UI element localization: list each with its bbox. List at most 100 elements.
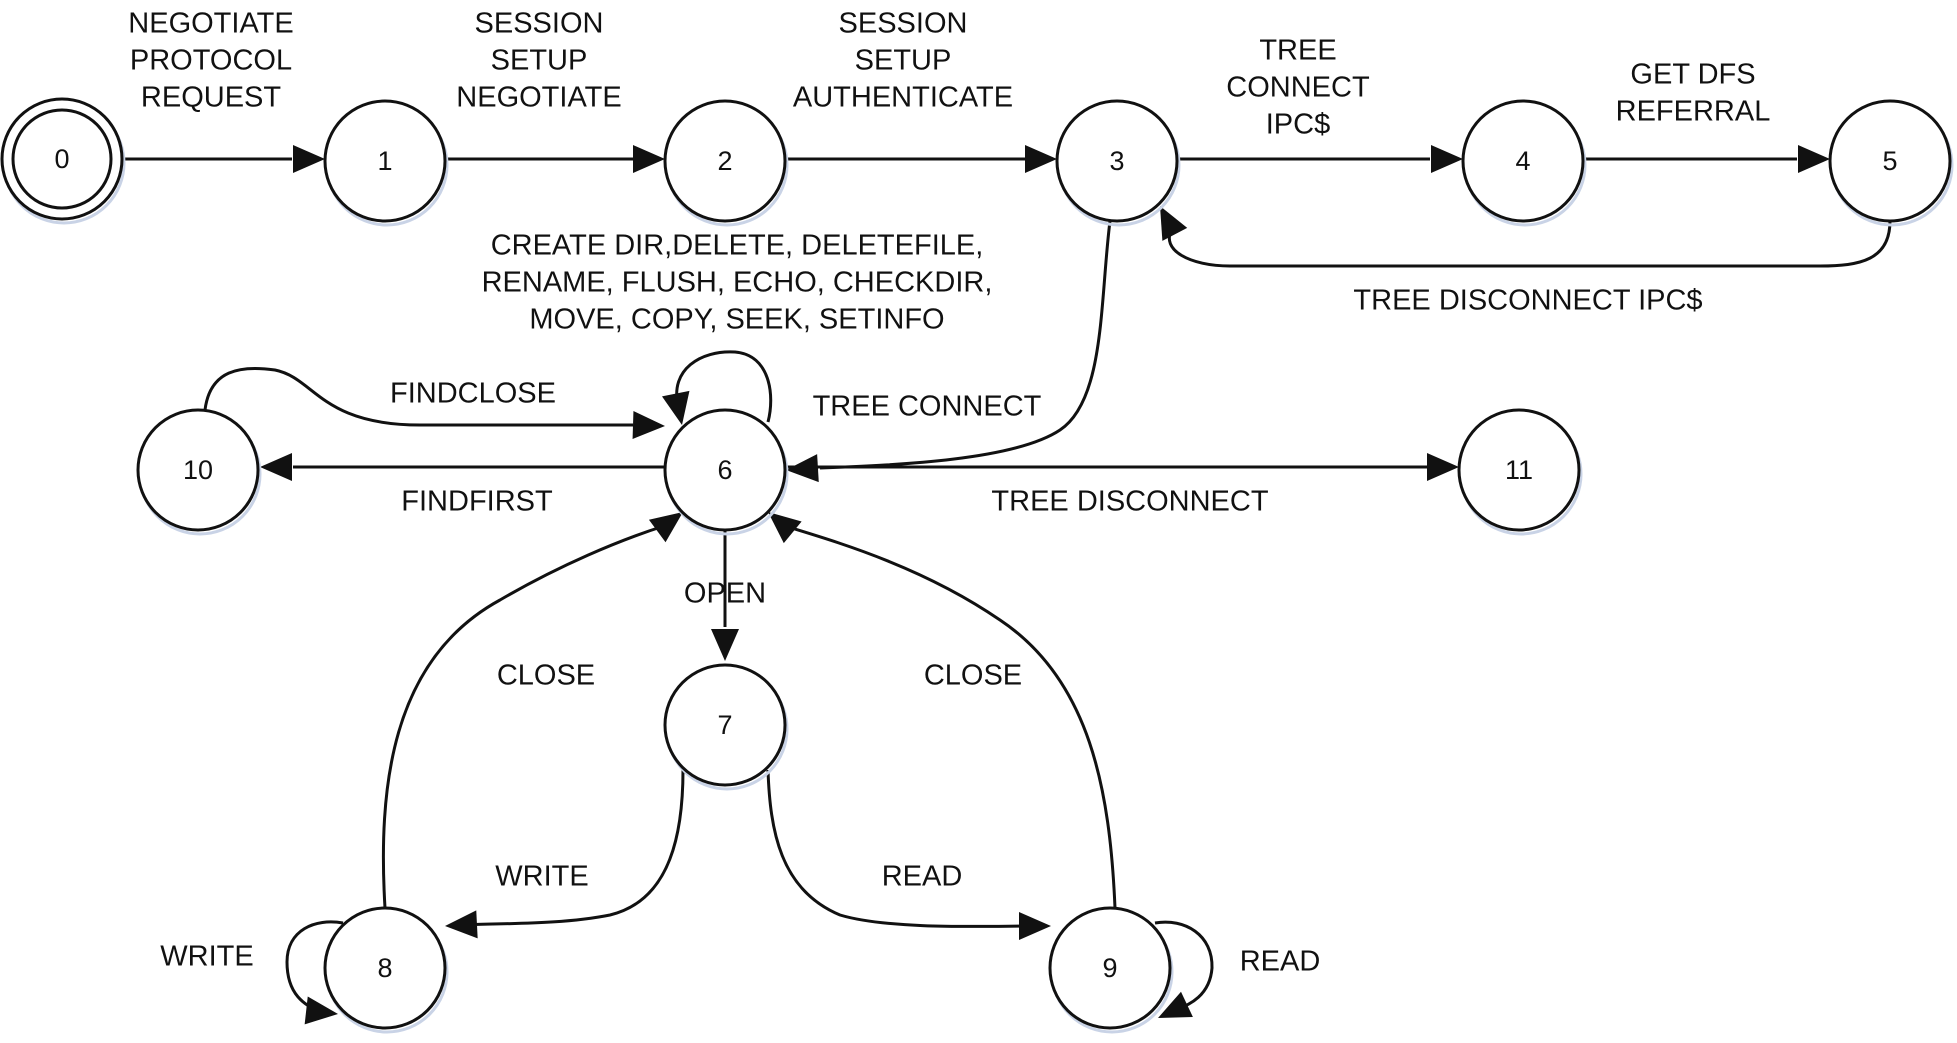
- transition-9-to-9: READ: [1154, 920, 1321, 1018]
- transition-label: RENAME, FLUSH, ECHO, CHECKDIR,: [482, 267, 993, 299]
- transition-line: [464, 769, 685, 927]
- transition-label: WRITE: [160, 941, 253, 973]
- arrowhead: [304, 996, 338, 1025]
- transition-label: SESSION: [839, 8, 968, 40]
- transition-label: TREE DISCONNECT IPC$: [1353, 285, 1702, 317]
- transition-6-to-7: OPEN: [684, 530, 766, 661]
- transition-label: READ: [882, 861, 963, 893]
- arrowhead: [1798, 145, 1830, 173]
- transition-label: REFERRAL: [1616, 96, 1771, 128]
- state-circle: [1461, 99, 1585, 223]
- arrowhead: [445, 910, 478, 939]
- transition-label: TREE DISCONNECT: [991, 486, 1268, 518]
- transition-6-to-10: FINDFIRST: [260, 453, 665, 518]
- state-node-5: 5: [1828, 99, 1954, 227]
- state-label: 11: [1505, 455, 1533, 485]
- transition-label: CLOSE: [497, 660, 595, 692]
- arrowhead: [1431, 145, 1463, 173]
- state-node-1: 1: [323, 99, 449, 227]
- state-node-3: 3: [1055, 99, 1181, 227]
- arrowhead: [1427, 453, 1459, 481]
- transition-line: [784, 524, 1117, 909]
- transition-line: [766, 769, 1031, 928]
- transition-label: TREE: [1259, 35, 1336, 67]
- transition-7-to-8: WRITE: [445, 769, 685, 939]
- state-circle: [663, 99, 787, 223]
- transition-10-to-6: FINDCLOSE: [203, 366, 665, 439]
- transition-label: GET DFS: [1630, 59, 1755, 91]
- state-node-10: 10: [136, 408, 262, 536]
- state-node-9: 9: [1048, 906, 1174, 1034]
- transition-3-to-6: TREE CONNECT: [786, 220, 1112, 483]
- transition-label: NEGOTIATE: [456, 82, 621, 114]
- arrowhead: [633, 145, 665, 173]
- transition-label: READ: [1240, 946, 1321, 978]
- transition-line: [203, 366, 633, 427]
- transition-2-to-3: SESSION SETUP AUTHENTICATE: [785, 8, 1057, 173]
- transition-line: [285, 920, 344, 1014]
- state-node-4: 4: [1461, 99, 1587, 227]
- nodes-layer: 0 1 2 3 4 5 6 7 8 9 10 11: [0, 97, 1954, 1034]
- initial-state-ring: [11, 108, 113, 210]
- transition-label: REQUEST: [141, 82, 281, 114]
- transition-label: SESSION: [475, 8, 604, 40]
- transition-6-to-11: TREE DISCONNECT: [785, 453, 1459, 518]
- arrowhead: [260, 453, 292, 481]
- state-circle: [663, 408, 787, 532]
- state-circle: [663, 663, 787, 787]
- state-node-2: 2: [663, 99, 789, 227]
- state-circle: [0, 97, 124, 221]
- arrowhead: [648, 512, 683, 543]
- arrowhead: [1019, 912, 1051, 940]
- state-circle: [136, 408, 260, 532]
- state-circle: [323, 99, 447, 223]
- state-circle: [1828, 99, 1952, 223]
- state-label: 1: [377, 146, 392, 176]
- transition-7-to-9: READ: [766, 769, 1051, 940]
- arrowhead: [632, 411, 665, 439]
- transition-8-to-8: WRITE: [160, 920, 344, 1025]
- state-node-11: 11: [1457, 408, 1583, 536]
- state-circle: [1055, 99, 1179, 223]
- transition-label: FINDCLOSE: [390, 378, 556, 410]
- transition-line: [1154, 920, 1214, 1012]
- state-node-6: 6: [663, 408, 789, 536]
- arrowhead: [1025, 145, 1057, 173]
- transition-line: [381, 524, 665, 909]
- state-node-0: 0: [0, 97, 126, 225]
- state-label: 6: [717, 455, 732, 485]
- transition-label: IPC$: [1266, 109, 1330, 141]
- arrowhead: [711, 629, 739, 661]
- transition-line: [675, 350, 773, 423]
- state-label: 9: [1102, 953, 1117, 983]
- arrowhead: [768, 512, 802, 544]
- state-label: 3: [1109, 146, 1124, 176]
- state-circle: [323, 906, 447, 1030]
- state-label: 5: [1882, 146, 1897, 176]
- transition-1-to-2: SESSION SETUP NEGOTIATE: [445, 8, 665, 173]
- transition-8-to-6: CLOSE: [381, 512, 683, 909]
- state-label: 8: [377, 953, 392, 983]
- state-node-7: 7: [663, 663, 789, 791]
- state-label: 10: [183, 455, 213, 485]
- arrowhead: [293, 145, 325, 173]
- arrowhead: [1160, 206, 1188, 241]
- transition-line: [1168, 220, 1892, 268]
- state-label: 0: [54, 144, 69, 174]
- arrowhead: [1158, 991, 1193, 1018]
- transition-label: SETUP: [855, 45, 952, 77]
- transition-label: SETUP: [491, 45, 588, 77]
- transition-label: WRITE: [495, 861, 588, 893]
- state-circle: [1457, 408, 1581, 532]
- transition-line: [819, 220, 1112, 470]
- transition-label: TREE CONNECT: [813, 391, 1042, 423]
- transition-label: AUTHENTICATE: [793, 82, 1013, 114]
- state-circle: [1048, 906, 1172, 1030]
- transition-label: CREATE DIR,DELETE, DELETEFILE,: [491, 230, 984, 262]
- transition-label: MOVE, COPY, SEEK, SETINFO: [529, 304, 944, 336]
- transition-6-to-6: CREATE DIR,DELETE, DELETEFILE, RENAME, FL…: [482, 230, 993, 425]
